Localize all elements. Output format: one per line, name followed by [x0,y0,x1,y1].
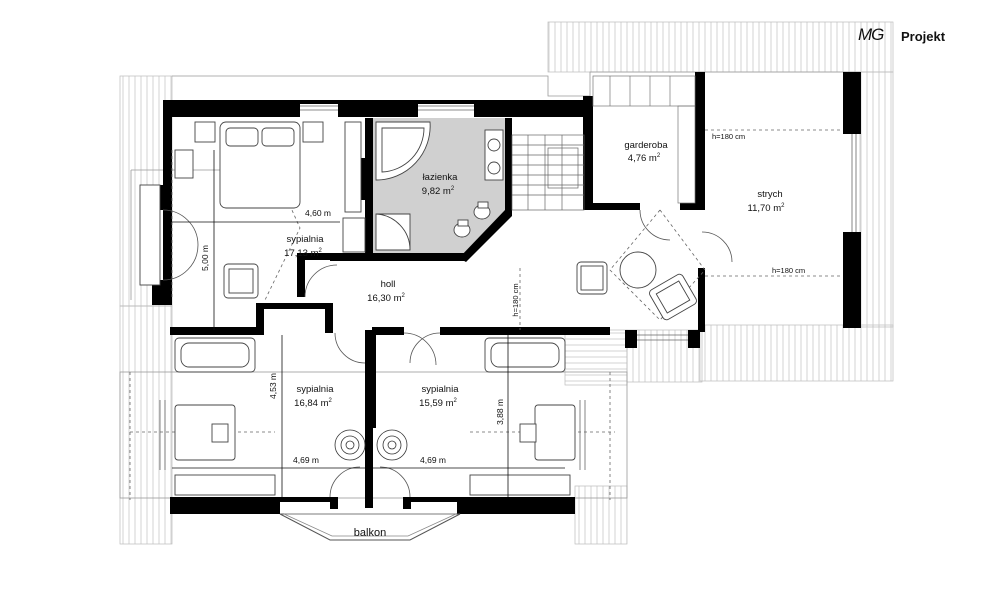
room-name-attic: strych [757,189,782,200]
dim-left-width: 4,69 m [293,455,319,465]
room-name-bedroom-left: sypialnia [297,384,335,395]
bed-top [194,121,366,253]
label-bedroom-top: sypialnia 17,13 m2 [284,234,324,259]
svg-text:17,13 m2: 17,13 m2 [284,248,322,259]
dim-left-height: 4,53 m [268,373,278,399]
label-wardrobe: garderoba 4,76 m2 [624,140,668,164]
room-area-attic: 11,70 m [748,203,782,214]
doors [162,209,733,498]
room-name-wardrobe: garderoba [624,140,668,151]
label-bedroom-right: sypialnia 15,59 m2 [419,384,459,409]
svg-text:16,30 m2: 16,30 m2 [367,293,405,304]
bathroom-fixtures [375,121,504,251]
dashed-guides [129,129,843,500]
room-name-hall: holl [381,279,396,290]
brand-projekt: Projekt [901,29,946,44]
plants [334,429,408,461]
label-bedroom-left: sypialnia 16,84 m2 [294,384,334,409]
dim-right-width: 4,69 m [420,455,446,465]
walls [152,72,861,514]
svg-text:4,76 m2: 4,76 m2 [628,153,661,164]
brand-logo: MG Projekt [858,25,946,44]
stairs [511,134,585,211]
height-note-attic-top: h=180 cm [712,132,745,141]
height-note-attic-mid: h=180 cm [772,266,805,275]
dim-top-width: 4,60 m [305,208,331,218]
wardrobe-shelves [592,75,696,204]
room-name-bedroom-right: sypialnia [422,384,460,395]
room-area-hall: 16,30 m [367,293,401,304]
room-area-bedroom-right: 15,59 m [419,398,453,409]
dim-top-height: 5,00 m [200,245,210,271]
room-area-bedroom-left: 16,84 m [294,398,328,409]
room-name-bathroom: łazienka [423,172,459,183]
armchairs [223,251,697,321]
height-note-hall-side: h=180 cm [511,283,520,316]
room-area-bathroom: 9,82 m [422,186,451,197]
label-hall: holl 16,30 m2 [367,279,405,304]
dim-right-height: 3,88 m [495,399,505,425]
roof-areas [119,21,894,545]
room-name-balcony: balkon [354,527,386,539]
dimension-lines [172,150,565,497]
svg-text:15,59 m2: 15,59 m2 [419,398,457,409]
svg-text:11,70 m2: 11,70 m2 [748,203,786,214]
brand-mg: MG [858,25,884,44]
svg-text:9,82 m2: 9,82 m2 [422,186,455,197]
room-area-bedroom-top: 17,13 m [284,248,318,259]
svg-text:16,84 m2: 16,84 m2 [294,398,332,409]
room-area-wardrobe: 4,76 m [628,153,657,164]
label-attic: strych 11,70 m2 [748,189,786,214]
label-bathroom: łazienka 9,82 m2 [422,172,458,197]
room-name-bedroom-top: sypialnia [287,234,325,245]
